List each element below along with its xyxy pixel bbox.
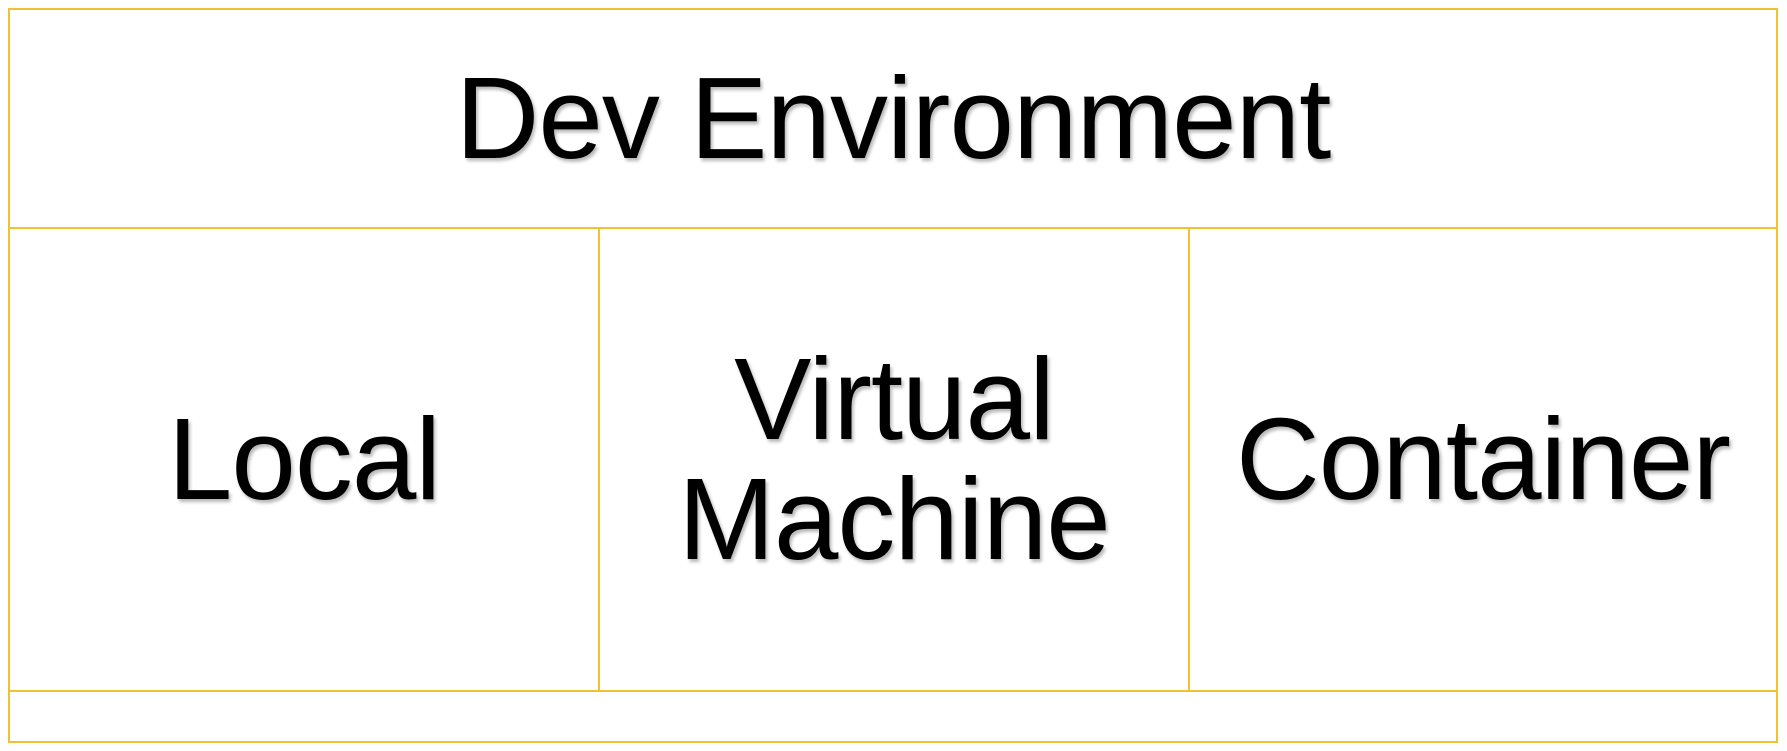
base-bar [8,690,1778,743]
virtual-machine-box: Virtual Machine [598,227,1190,692]
virtual-machine-label-line-2: Machine [678,453,1110,584]
local-label: Local [167,393,441,524]
dev-environment-label: Dev Environment [455,52,1332,183]
local-box: Local [8,227,600,692]
container-label: Container [1236,393,1731,524]
virtual-machine-label: Virtual Machine [678,334,1110,584]
dev-environment-box: Dev Environment [8,8,1778,229]
container-box: Container [1188,227,1778,692]
virtual-machine-label-line-1: Virtual [734,334,1055,465]
